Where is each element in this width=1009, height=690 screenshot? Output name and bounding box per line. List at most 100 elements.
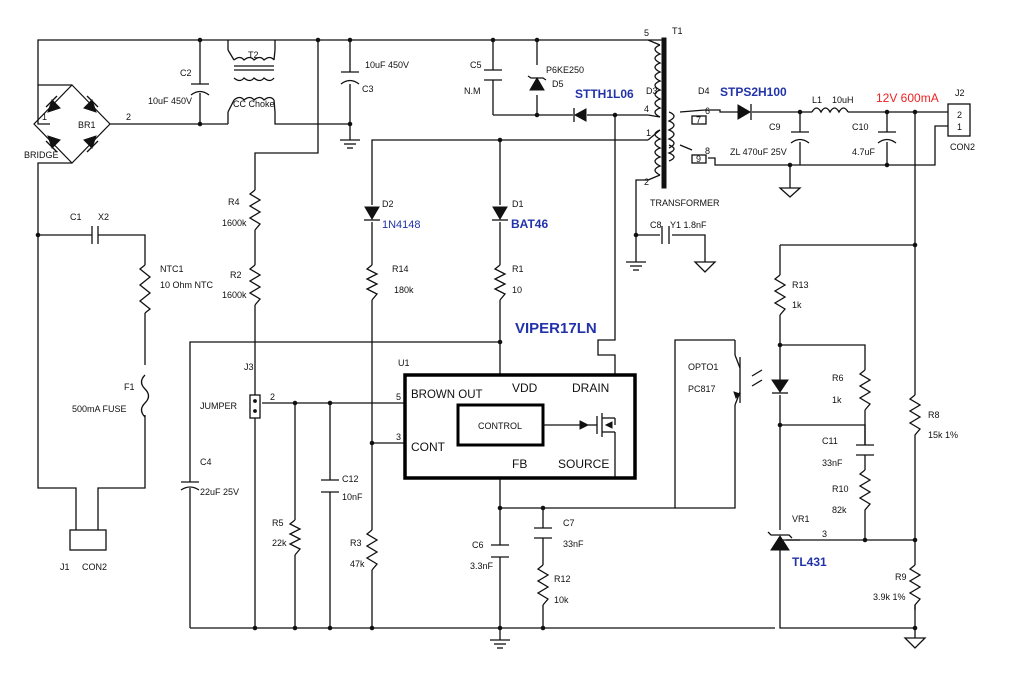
junction-dots — [35, 37, 918, 631]
c9-value: ZL 470uF 25V — [730, 147, 787, 157]
r14-value: 180k — [394, 285, 414, 295]
pin-vdd: VDD — [512, 381, 538, 395]
capacitor-c10: C10 4.7uF — [852, 122, 897, 157]
c4-value: 22uF 25V — [200, 487, 239, 497]
capacitor-c3: 10uF 450V C3 — [340, 60, 409, 94]
c5-value: N.M — [464, 86, 481, 96]
jumper-label: JUMPER — [200, 401, 238, 411]
f1-label: F1 — [124, 382, 135, 392]
resistor-r4: R4 1600k — [222, 189, 262, 231]
br1-pin2: 2 — [126, 112, 131, 122]
capacitor-c4: C4 22uF 25V — [180, 457, 239, 497]
resistor-r6: R6 1k — [832, 369, 872, 411]
r4-label: R4 — [228, 197, 240, 207]
j2-label: J2 — [955, 88, 965, 98]
r8-value: 15k 1% — [928, 430, 958, 440]
d3-label: D3 — [646, 86, 658, 96]
u1-pin5: 5 — [396, 392, 401, 402]
diode-d4: D4 STPS2H100 — [698, 85, 787, 120]
r12-value: 10k — [554, 595, 569, 605]
br1-label: BR1 — [78, 120, 96, 130]
ntc1-value: 10 Ohm NTC — [160, 280, 214, 290]
t2-label: T2 — [248, 50, 259, 60]
j2-pin2: 2 — [957, 110, 962, 120]
transformer-t1: T1 5 4 1 2 6 7 8 9 TRANSFORMER — [644, 26, 720, 208]
c3-label: C3 — [362, 84, 374, 94]
j2-pin1: 1 — [957, 122, 962, 132]
r8-label: R8 — [928, 410, 940, 420]
c6-value: 3.3nF — [470, 561, 494, 571]
r13-value: 1k — [792, 300, 802, 310]
c9-label: C9 — [769, 122, 781, 132]
capacitor-c8: C8 Y1 1.8nF — [650, 220, 707, 244]
j2-type: CON2 — [950, 142, 975, 152]
r10-label: R10 — [832, 484, 849, 494]
d2-label: D2 — [382, 199, 394, 209]
c10-value: 4.7uF — [852, 147, 876, 157]
transformer-label: TRANSFORMER — [650, 198, 720, 208]
r2-value: 1600k — [222, 290, 247, 300]
r6-label: R6 — [832, 373, 844, 383]
vr1-part: TL431 — [792, 555, 827, 569]
j1-type: CON2 — [82, 562, 107, 572]
c12-value: 10nF — [342, 492, 363, 502]
capacitor-c9: C9 ZL 470uF 25V — [730, 122, 810, 157]
c1-type: X2 — [98, 212, 109, 222]
r13-label: R13 — [792, 280, 809, 290]
jumper-pin2: 2 — [270, 392, 275, 402]
t1-pin9: 9 — [696, 154, 701, 164]
ground-c3 — [340, 139, 360, 149]
r9-label: R9 — [895, 572, 907, 582]
d4-part: STPS2H100 — [720, 85, 787, 99]
resistor-r12: R12 10k — [536, 564, 571, 606]
j3-label: J3 — [244, 362, 254, 372]
capacitor-c11: C11 33nF — [822, 436, 874, 468]
u1-pin3: 3 — [396, 432, 401, 442]
c11-value: 33nF — [822, 458, 843, 468]
resistor-r1: R1 10 — [493, 264, 524, 301]
resistor-r13: R13 1k — [773, 274, 809, 316]
d3-part: STTH1L06 — [575, 87, 634, 101]
diode-d1: D1 BAT46 — [492, 199, 548, 231]
r9-value: 3.9k 1% — [873, 592, 906, 602]
c8-value: Y1 1.8nF — [670, 220, 707, 230]
c1-label: C1 — [70, 212, 82, 222]
c6-label: C6 — [472, 540, 484, 550]
r12-label: R12 — [554, 574, 571, 584]
pin-cont: CONT — [411, 440, 446, 454]
ic-u1-viper: BROWN OUT VDD DRAIN CONTROL CONT FB SOUR… — [396, 358, 637, 480]
c4-label: C4 — [200, 457, 212, 467]
r6-value: 1k — [832, 395, 842, 405]
c10-label: C10 — [852, 122, 869, 132]
br1-pin1: 1 — [42, 112, 47, 122]
r3-label: R3 — [350, 538, 362, 548]
r10-value: 82k — [832, 505, 847, 515]
c8-label: C8 — [650, 220, 662, 230]
t1-pin4: 4 — [644, 104, 649, 114]
capacitor-c6: C6 3.3nF — [470, 540, 509, 571]
r1-value: 10 — [512, 285, 522, 295]
vr1-pin3: 3 — [822, 529, 827, 539]
resistor-r3: R3 47k — [350, 529, 379, 571]
wires — [37, 39, 948, 640]
l1-label: L1 — [812, 95, 822, 105]
viper-part-label: VIPER17LN — [515, 320, 597, 337]
optocoupler-opto1: OPTO1 PC817 — [688, 354, 789, 406]
d4-label: D4 — [698, 86, 710, 96]
ntc1-label: NTC1 — [160, 264, 184, 274]
tvs-d5: P6KE250 D5 — [527, 65, 584, 91]
resistor-r9: R9 3.9k 1% — [873, 564, 922, 610]
r1-label: R1 — [512, 264, 524, 274]
regulator-vr1: VR1 3 TL431 — [767, 514, 827, 569]
r3-value: 47k — [350, 559, 365, 569]
j1-label: J1 — [60, 562, 70, 572]
c12-label: C12 — [342, 474, 359, 484]
t1-pin7: 7 — [696, 115, 701, 125]
t1-pin5: 5 — [644, 28, 649, 38]
diode-d2: D2 1N4148 — [364, 199, 421, 231]
resistor-r2: R2 1600k — [222, 264, 262, 306]
r5-label: R5 — [272, 518, 284, 528]
capacitor-c12: C12 10nF — [321, 474, 363, 502]
